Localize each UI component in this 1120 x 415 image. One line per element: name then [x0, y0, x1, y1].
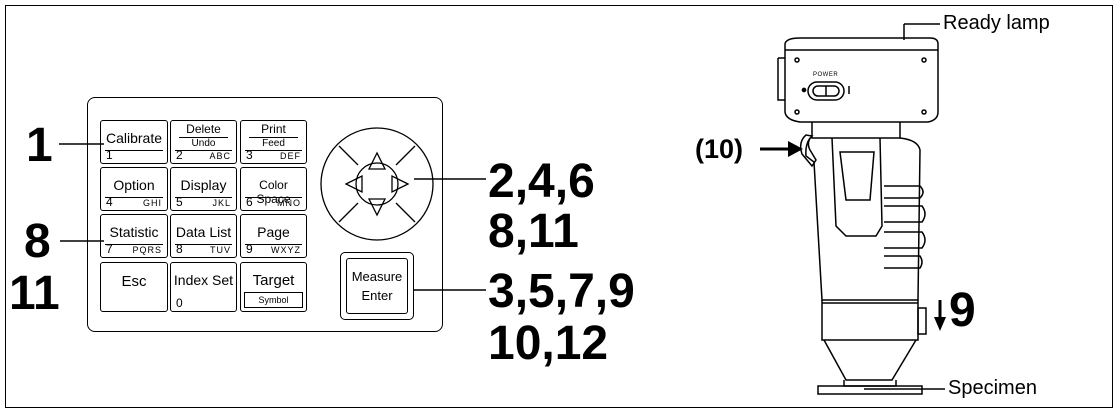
- key-number: 9: [246, 242, 253, 256]
- specimen-label: Specimen: [948, 377, 1037, 399]
- key-letters: WXYZ: [271, 245, 301, 255]
- print-feed-key[interactable]: Print Feed 3 DEF: [240, 120, 307, 164]
- arrow-right-icon: [391, 174, 410, 194]
- key-divider: [245, 150, 302, 151]
- data-list-key[interactable]: Data List 8 TUV: [170, 214, 237, 258]
- dpad-diagonal: [395, 145, 416, 166]
- key-label: Page: [257, 224, 290, 240]
- key-label: Color Space: [256, 178, 291, 206]
- key-letters: MNO: [277, 198, 301, 208]
- dpad-outer-ring: [320, 127, 434, 241]
- key-letters: PQRS: [132, 245, 162, 255]
- dpad-diagonal: [338, 145, 359, 166]
- key-letters: DEF: [280, 151, 301, 161]
- key-letters: ABC: [209, 151, 231, 161]
- measure-label: Measure: [351, 269, 403, 284]
- index-set-key[interactable]: Index Set 0: [170, 262, 237, 312]
- key-number: 5: [176, 195, 183, 209]
- key-label: Option: [113, 177, 155, 193]
- key-number: 3: [246, 148, 253, 162]
- key-number: 6: [246, 195, 253, 209]
- dpad[interactable]: [320, 127, 434, 241]
- key-label-bottom: Feed: [262, 138, 285, 149]
- key-number: 7: [106, 242, 113, 256]
- down-arrow-icon: [934, 300, 946, 331]
- measure-enter-key-face: Measure Enter: [346, 258, 408, 314]
- page-key[interactable]: Page 9 WXYZ: [240, 214, 307, 258]
- display-key[interactable]: Display 5 JKL: [170, 167, 237, 211]
- key-letters: JKL: [212, 198, 231, 208]
- key-label: Display: [180, 177, 227, 193]
- step-label-right-1: 2,4,6: [488, 155, 595, 208]
- key-label-top: Print: [261, 122, 286, 136]
- step-label-left-3: 11: [9, 267, 60, 320]
- key-label-bar: [249, 137, 298, 138]
- key-label: Target: [252, 272, 295, 289]
- key-divider: [175, 244, 232, 245]
- trigger-step-label: (10): [695, 134, 744, 164]
- key-label: Esc: [121, 273, 147, 290]
- calibrate-key[interactable]: Calibrate 1: [100, 120, 168, 164]
- step-label-right-3: 3,5,7,9: [488, 265, 635, 318]
- key-divider: [175, 150, 232, 151]
- step-label-right-2: 8,11: [488, 205, 579, 258]
- key-divider: [245, 244, 302, 245]
- key-number: 8: [176, 242, 183, 256]
- ready-lamp-label: Ready lamp: [943, 12, 1050, 34]
- arrow-up-icon: [367, 151, 387, 170]
- statistic-key[interactable]: Statistic 7 PQRS: [100, 214, 168, 258]
- arrow-down-icon: [367, 198, 387, 217]
- key-divider: [175, 197, 232, 198]
- key-label-bar: [179, 137, 228, 138]
- spectrophotometer-illustration: [777, 37, 939, 395]
- key-divider: [105, 197, 163, 198]
- arrow-left-icon: [344, 174, 363, 194]
- step-label-left-2: 8: [24, 215, 51, 268]
- trigger-arrow-icon: [760, 141, 803, 157]
- key-label: Data List: [175, 224, 232, 240]
- key-letters: TUV: [210, 245, 231, 255]
- option-key[interactable]: Option 4 GHI: [100, 167, 168, 211]
- key-divider: [245, 197, 302, 198]
- key-number: 4: [106, 195, 113, 209]
- key-letters: GHI: [142, 198, 162, 208]
- lower-step-label: 9: [949, 284, 976, 337]
- key-label: Index Set: [173, 272, 234, 288]
- key-number: 1: [106, 148, 113, 162]
- keypad-panel: [87, 97, 443, 332]
- power-label: POWER: [813, 72, 839, 78]
- symbol-label: Symbol: [244, 292, 303, 308]
- key-number: 0: [176, 296, 183, 310]
- dpad-diagonal: [395, 202, 416, 223]
- key-label-bottom: Undo: [191, 138, 216, 149]
- key-label: Calibrate: [105, 130, 163, 146]
- key-divider: [105, 150, 163, 151]
- dpad-diagonal: [338, 202, 359, 223]
- key-label-top: Delete: [186, 122, 221, 136]
- key-divider: [105, 244, 163, 245]
- color-space-key[interactable]: Color Space 6 MNO: [240, 167, 307, 211]
- dpad-center-button: [355, 162, 399, 206]
- key-number: 2: [176, 148, 183, 162]
- delete-undo-key[interactable]: Delete Undo 2 ABC: [170, 120, 237, 164]
- measure-enter-key[interactable]: Measure Enter: [340, 252, 414, 320]
- enter-label: Enter: [361, 288, 393, 303]
- diagram-frame: [5, 5, 1113, 408]
- esc-key[interactable]: Esc: [100, 262, 168, 312]
- step-label-right-4: 10,12: [488, 317, 609, 370]
- key-label: Statistic: [109, 224, 159, 240]
- target-key[interactable]: Target Symbol: [240, 262, 307, 312]
- step-label-left-1: 1: [26, 119, 53, 172]
